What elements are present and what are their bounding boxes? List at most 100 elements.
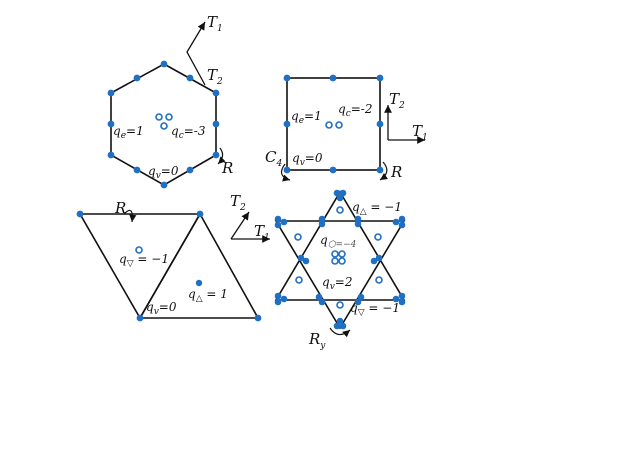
kag-qv-label: qv=2: [322, 275, 352, 292]
kag-qup-label: q△ = −1: [352, 200, 402, 217]
vertex-dot: [354, 298, 362, 306]
kagome-down-triangle: [274, 220, 406, 330]
kagome-panel: q△ = −1 q⬡=−4 qv=2 q▽ = −1 Ry: [274, 189, 406, 351]
vertex-dot: [76, 210, 84, 218]
sq-c4-label: C4: [265, 148, 282, 169]
kagome-up-triangle: [274, 190, 406, 301]
vertex-dot: [280, 218, 288, 226]
vertex-dot: [274, 215, 282, 223]
vertex-dot: [318, 215, 326, 223]
vertex-dot: [283, 166, 291, 174]
vertex-dot: [212, 89, 220, 97]
tri-qv-label: qv=0: [146, 300, 177, 317]
vertex-dot: [107, 151, 115, 159]
tri-r-label: R: [114, 199, 126, 217]
square-vertices: [283, 74, 384, 174]
open-charge-dot: [325, 121, 333, 129]
sq-t1-label: T1: [412, 122, 428, 143]
vertex-dot: [354, 215, 362, 223]
rotation-arrow-icon: [217, 147, 226, 165]
open-charge-dot: [336, 206, 344, 214]
vertex-dot: [357, 293, 365, 301]
open-charge-dot: [294, 233, 302, 241]
open-charge-dot: [375, 276, 383, 284]
up-center-charge: [195, 279, 203, 287]
vertex-dot: [370, 257, 378, 265]
open-charge-dot: [160, 122, 168, 130]
hexagon-panel: T1 T2 qe=1 qc=-3 qv=0 R: [107, 13, 233, 189]
edge-dot: [133, 166, 141, 174]
down-center-charge: [135, 246, 143, 254]
tri-rotation-arrow-icon: [123, 209, 137, 223]
vertex-dot: [297, 254, 305, 262]
vertex-dot: [336, 317, 344, 325]
kag-qdown-label: q▽ = −1: [350, 301, 400, 318]
vertex-dot: [315, 293, 323, 301]
edge-dot: [186, 166, 194, 174]
up-triangle-outline: [138, 212, 260, 319]
tri-t2-label: T2: [230, 192, 246, 213]
vertex-dot: [333, 189, 341, 197]
vertex-dot: [274, 221, 282, 229]
tri-qdown-label: q▽ = −1: [119, 252, 169, 269]
open-charge-dot: [331, 257, 339, 265]
open-charge-dot: [338, 250, 346, 258]
hex-t1-label: T1: [207, 13, 223, 34]
vertex-dot: [274, 292, 282, 300]
vertex-dot: [398, 292, 406, 300]
triangle-vertices: [76, 210, 262, 322]
vertex-dot: [274, 298, 282, 306]
vertex-dot: [392, 218, 400, 226]
tri-t2-arrow: [230, 211, 250, 240]
sq-qv-label: qv=0: [292, 151, 323, 168]
edge-dot: [186, 74, 194, 82]
hex-qv-label: qv=0: [148, 164, 179, 181]
hex-qc-label: qc=-3: [171, 124, 206, 141]
vertex-dot: [398, 221, 406, 229]
sq-qc-label: qc=-2: [338, 102, 372, 119]
hex-t2-label: T2: [207, 66, 223, 87]
hex-r-label: R: [221, 159, 233, 177]
vertex-dot: [398, 298, 406, 306]
open-charge-dot: [165, 113, 173, 121]
square-center-charges: [325, 121, 343, 129]
edge-dot: [133, 74, 141, 82]
kagome-open-charges: [294, 206, 383, 309]
vertex-dot: [318, 298, 326, 306]
vertex-dot: [375, 254, 383, 262]
vertex-dot: [333, 322, 341, 330]
edge-dot: [329, 166, 337, 174]
vertex-dot: [283, 74, 291, 82]
sq-qe-label: qe=1: [291, 109, 322, 126]
open-charge-dot: [331, 250, 339, 258]
r-rotation-arrow-icon: [379, 161, 388, 181]
vertex-dot: [136, 314, 144, 322]
open-charge-dot: [374, 233, 382, 241]
open-charge-dot: [295, 276, 303, 284]
edge-dot: [212, 120, 220, 128]
hexagon-vertices: [107, 60, 220, 189]
vertex-dot: [376, 74, 384, 82]
edge-dot: [376, 120, 384, 128]
vertex-dot: [339, 322, 347, 330]
vertex-dot: [160, 60, 168, 68]
sq-t2-label: T2: [389, 90, 405, 111]
tri-qup-label: q△ = 1: [188, 287, 228, 304]
tri-t1-label: T1: [254, 222, 270, 243]
open-charge-dot: [336, 301, 344, 309]
c4-rotation-arrow-icon: [280, 163, 291, 182]
vertex-dot: [354, 220, 362, 228]
open-charge-dot: [155, 113, 163, 121]
vertex-dot: [280, 295, 288, 303]
open-charge-dot: [335, 121, 343, 129]
t1-translation-arrow: [186, 21, 206, 86]
ry-rotation-arrow-icon: [329, 327, 351, 338]
vertex-dot: [196, 210, 204, 218]
vertex-dot: [398, 215, 406, 223]
open-charge-dot: [338, 257, 346, 265]
kag-ry-label: Ry: [308, 330, 326, 351]
triangles-panel: R q▽ = −1 q△ = 1 qv=0 T2 T1: [76, 192, 270, 322]
edge-dot: [283, 120, 291, 128]
kag-qhex-label: q⬡=−4: [320, 233, 357, 250]
hex-qe-label: qe=1: [113, 124, 144, 141]
